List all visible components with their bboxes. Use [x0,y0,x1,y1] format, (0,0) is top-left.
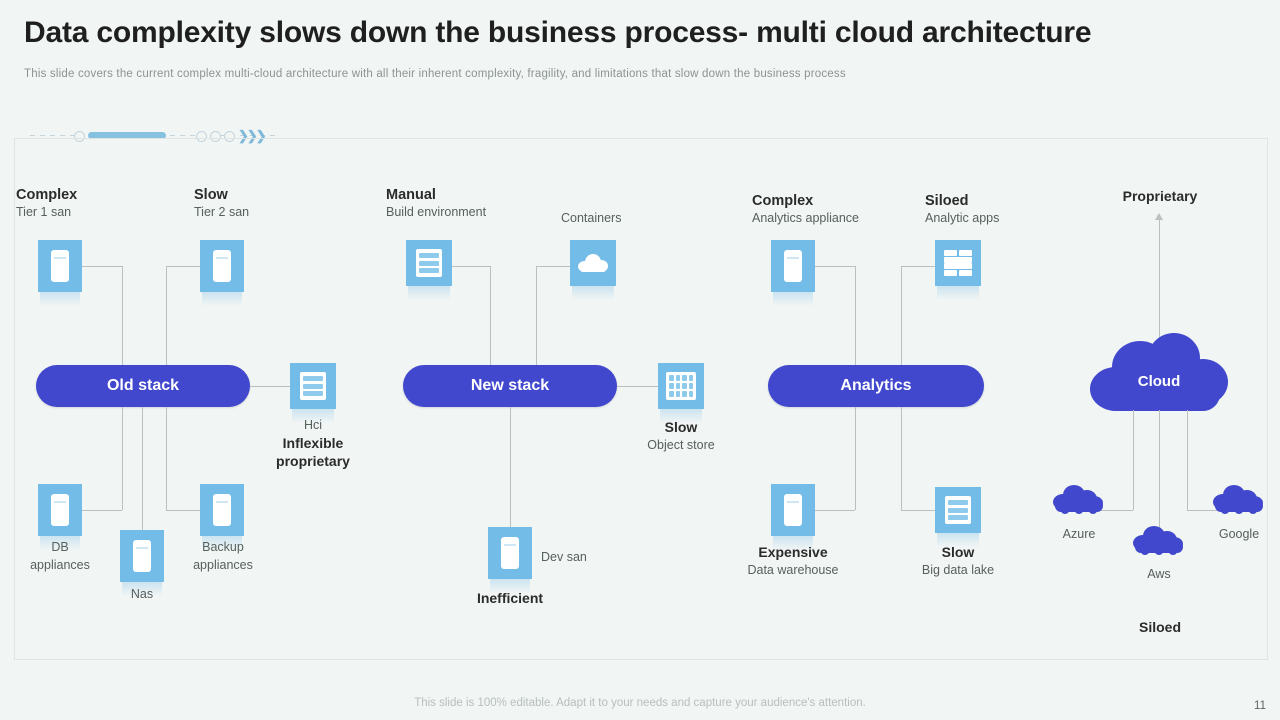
connector [166,510,200,511]
progress-bar [88,132,166,139]
connector [122,266,123,366]
connector [166,266,200,267]
icon-tile-tier2san[interactable] [200,240,244,306]
storage-tower-icon [784,494,802,526]
connector [166,407,167,510]
connector [1133,410,1134,510]
icon-tile-dev-san[interactable] [488,527,532,593]
node-header-analytic-apps: Siloed Analytic apps [925,193,1000,225]
diagram-panel [14,138,1268,660]
progress-ring-1 [74,131,85,142]
icon-tile-analytic-apps[interactable] [935,240,981,300]
storage-tower-icon [784,250,802,282]
connector [1159,220,1160,340]
caption-hci: Hci Inflexible proprietary [276,418,350,469]
icon-tile-analytics-appliance[interactable] [771,240,815,306]
connector [901,407,902,510]
storage-tower-icon [213,250,231,282]
connector [1159,410,1160,540]
connector [250,386,290,387]
provider-cloud-aws[interactable] [1133,525,1185,555]
node-header-analytics-appliance: Complex Analytics appliance [752,193,860,225]
storage-tower-icon [213,494,231,526]
app-rows-icon [944,250,972,276]
node-header-tier1san: Complex Tier 1 san [16,187,78,219]
storage-tower-icon [133,540,151,572]
server-rack-icon [416,249,442,277]
label-siloed: Siloed [1138,619,1181,635]
icon-tile-tier1san[interactable] [38,240,82,306]
icon-tile-hci[interactable] [290,363,336,423]
label-proprietary: Proprietary [1122,188,1198,204]
caption-big-data-lake: Slow Big data lake [921,544,995,577]
pill-analytics[interactable]: Analytics [768,365,984,407]
connector [815,266,855,267]
connector [855,266,856,366]
icon-tile-db-appliances[interactable] [38,484,82,550]
connector [142,407,143,537]
caption-inefficient: Inefficient [476,590,544,606]
connector [82,266,122,267]
arrow-up-icon [1155,213,1163,220]
dot-grid-icon [666,372,696,400]
connector [1187,510,1220,511]
node-header-build-environment: Manual Build environment [386,187,487,219]
icon-tile-object-store[interactable] [658,363,704,423]
connector [122,407,123,510]
page-title: Data complexity slows down the business … [24,16,1092,49]
page-subtitle: This slide covers the current complex mu… [24,68,846,80]
connector [901,266,935,267]
connector [901,266,902,366]
icon-tile-big-data-lake[interactable] [935,487,981,547]
cloud-icon [578,254,608,272]
connector [536,266,570,267]
cloud-shape[interactable]: Cloud [1090,333,1228,415]
pill-new-stack[interactable]: New stack [403,365,617,407]
caption-azure: Azure [1062,527,1096,541]
connector [166,266,167,366]
icon-tile-data-warehouse[interactable] [771,484,815,550]
provider-cloud-azure[interactable] [1053,484,1105,514]
connector [855,407,856,510]
progress-ring-3 [210,131,221,142]
progress-ring-2 [196,131,207,142]
icon-tile-containers[interactable] [570,240,616,300]
footer-note: This slide is 100% editable. Adapt it to… [414,697,866,709]
cloud-label: Cloud [1137,372,1181,390]
caption-google: Google [1218,527,1260,541]
icon-tile-nas[interactable] [120,530,164,596]
cloud-base [1098,377,1220,411]
connector [536,266,537,366]
connector [901,510,935,511]
caption-object-store: Slow Object store [647,419,715,452]
pill-old-stack[interactable]: Old stack [36,365,250,407]
caption-dev-san: Dev san [541,550,587,564]
connector [490,266,491,366]
provider-cloud-google[interactable] [1213,484,1265,514]
server-rack-icon [300,372,326,400]
node-header-tier2san: Slow Tier 2 san [194,187,250,219]
progress-ring-4 [224,131,235,142]
storage-tower-icon [51,250,69,282]
storage-tower-icon [501,537,519,569]
server-rack-icon [945,496,971,524]
connector [1187,410,1188,510]
caption-data-warehouse: Expensive Data warehouse [747,544,839,577]
caption-aws: Aws [1147,567,1171,581]
connector [1100,510,1133,511]
connector [815,510,855,511]
storage-tower-icon [51,494,69,526]
connector [617,386,658,387]
connector [452,266,490,267]
icon-tile-build-environment[interactable] [406,240,452,300]
caption-db-appliances: DB appliances [30,540,90,572]
icon-tile-backup-appliances[interactable] [200,484,244,550]
caption-nas: Nas [130,587,154,601]
connector [510,407,511,527]
page-number: 11 [1254,700,1266,712]
node-header-containers: Containers [561,211,622,225]
caption-backup-appliances: Backup appliances [193,540,253,572]
connector [82,510,122,511]
